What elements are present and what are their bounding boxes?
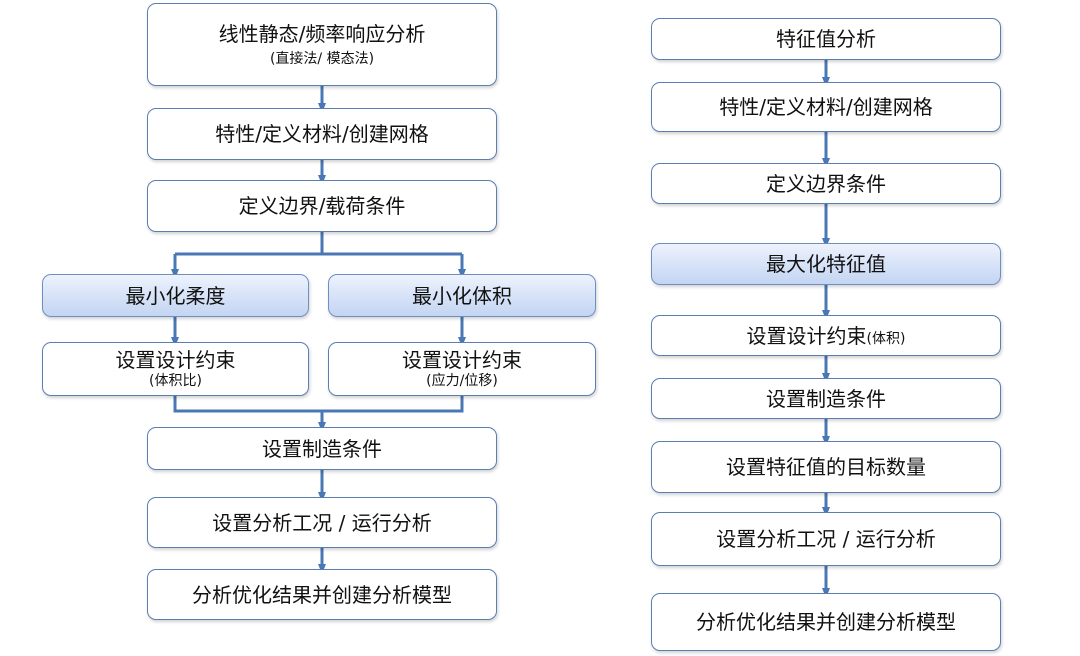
right-result-box: 分析优化结果并创建分析模型 [651,593,1001,651]
constraint-volume-ratio-box: 设置设计约束 (体积比) [42,342,309,396]
left-material-box: 特性/定义材料/创建网格 [147,108,497,160]
maximize-eigenvalue-box: 最大化特征值 [651,243,1001,285]
right-manufacturing-box: 设置制造条件 [651,378,1001,419]
right-constraint-subtitle: (体积) [866,330,906,347]
left-result-label: 分析优化结果并创建分析模型 [192,582,452,607]
left-start-title: 线性静态/频率响应分析 [218,21,426,46]
left-start-box: 线性静态/频率响应分析 (直接法/ 模态法) [147,3,497,86]
right-start-box: 特征值分析 [651,18,1001,60]
right-boundary-label: 定义边界条件 [766,171,886,196]
left-material-label: 特性/定义材料/创建网格 [215,122,429,146]
right-result-label: 分析优化结果并创建分析模型 [696,610,956,634]
minimize-compliance-box: 最小化柔度 [42,274,309,317]
right-start-label: 特征值分析 [776,27,876,51]
left-boundary-box: 定义边界/载荷条件 [147,180,497,232]
left-manufacturing-box: 设置制造条件 [147,427,497,470]
constraint-a-subtitle: (体积比) [149,373,202,389]
maximize-eigenvalue-label: 最大化特征值 [766,252,886,276]
right-constraint-box: 设置设计约束(体积) [651,315,1001,356]
constraint-stress-displacement-box: 设置设计约束 (应力/位移) [328,342,596,396]
right-boundary-box: 定义边界条件 [651,163,1001,204]
right-run-label: 设置分析工况 / 运行分析 [716,527,936,551]
left-boundary-label: 定义边界/载荷条件 [238,194,406,218]
right-target-box: 设置特征值的目标数量 [651,441,1001,493]
left-run-label: 设置分析工况 / 运行分析 [212,510,432,535]
constraint-b-subtitle: (应力/位移) [426,373,498,389]
left-start-subtitle: (直接法/ 模态法) [269,50,375,67]
minimize-volume-box: 最小化体积 [328,274,596,317]
right-material-box: 特性/定义材料/创建网格 [651,82,1001,132]
minimize-volume-label: 最小化体积 [412,283,512,308]
right-material-label: 特性/定义材料/创建网格 [719,95,933,119]
left-run-box: 设置分析工况 / 运行分析 [147,497,497,548]
split-connector [175,232,462,256]
constraint-b-title: 设置设计约束 [402,348,522,372]
left-result-box: 分析优化结果并创建分析模型 [147,569,497,620]
right-manufacturing-label: 设置制造条件 [766,386,886,411]
merge-connector [173,396,464,413]
right-constraint-title: 设置设计约束 [746,323,867,348]
right-run-box: 设置分析工况 / 运行分析 [651,512,1001,566]
minimize-compliance-label: 最小化柔度 [125,283,226,308]
constraint-a-title: 设置设计约束 [115,348,236,372]
right-constraint-line: 设置设计约束(体积) [747,324,906,348]
left-manufacturing-label: 设置制造条件 [262,436,382,461]
right-target-label: 设置特征值的目标数量 [726,455,926,479]
